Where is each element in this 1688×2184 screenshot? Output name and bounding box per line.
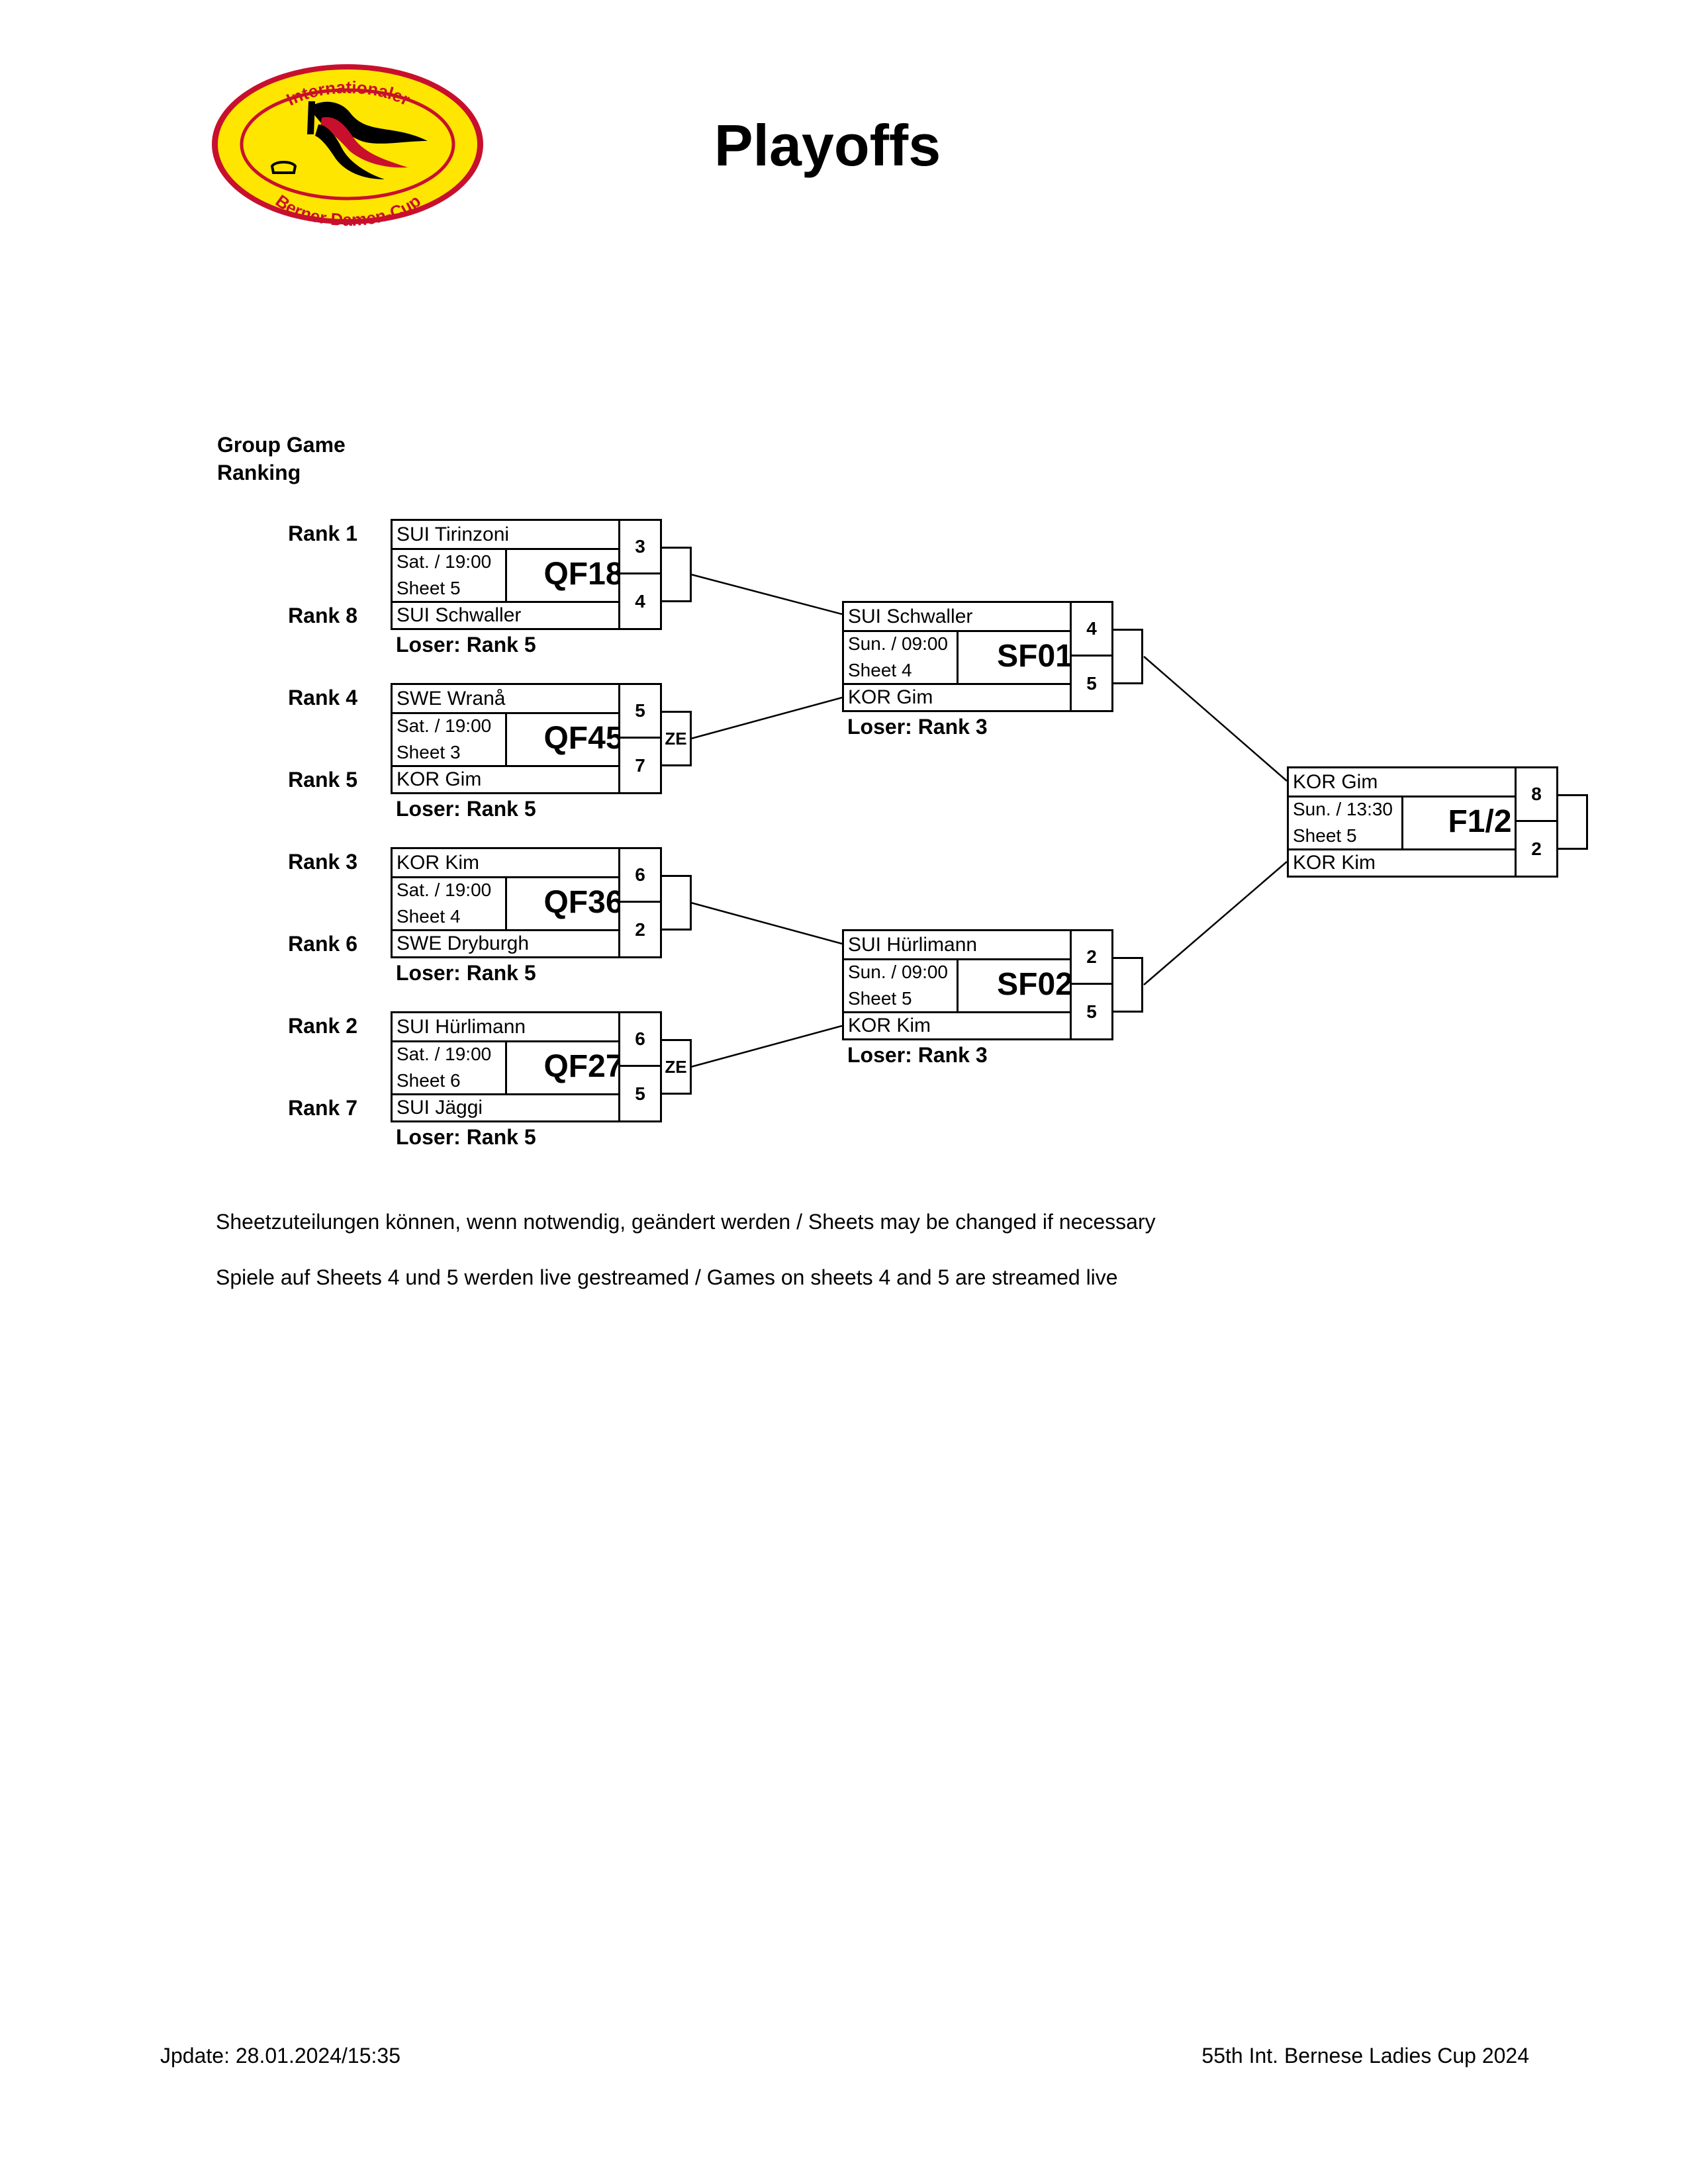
game-day-time: Sat. / 19:00: [397, 880, 492, 900]
event-name: 55th Int. Bernese Ladies Cup 2024: [1201, 2044, 1529, 2068]
extra-end-box: [660, 547, 692, 602]
game-sheet: Sheet 4: [848, 660, 912, 680]
score-value: 8: [1517, 768, 1556, 822]
score-box-qf27: 6 5: [618, 1011, 662, 1122]
game-day-time: Sat. / 19:00: [397, 551, 492, 572]
loser-note: Loser: Rank 5: [396, 1125, 536, 1149]
curler-figure-icon: [270, 101, 428, 179]
team-name: KOR Kim: [1293, 852, 1376, 874]
score-value: 2: [1531, 838, 1542, 859]
game-code: QF27: [543, 1049, 624, 1084]
extra-end-box: ZE: [660, 711, 692, 766]
score-value: 5: [1086, 672, 1097, 694]
game-box-final: KOR Gim Sun. / 13:30 Sheet 5 F1/2 KOR Ki…: [1287, 766, 1558, 878]
extra-end-box: ZE: [660, 1039, 692, 1095]
game-box-sf02: SUI Hürlimann Sun. / 09:00 Sheet 5 SF02 …: [842, 929, 1113, 1040]
score-value: 3: [620, 521, 660, 574]
team-name: KOR Gim: [397, 768, 482, 790]
game-code: QF36: [543, 885, 624, 920]
page-title: Playoffs: [714, 113, 941, 178]
score-value: 5: [1086, 1001, 1097, 1022]
team-name: KOR Kim: [397, 852, 480, 874]
extra-end-box: [1111, 957, 1143, 1013]
score-box-qf36: 6 2: [618, 847, 662, 958]
game-day-time: Sun. / 13:30: [1293, 799, 1393, 819]
score-value: 2: [635, 919, 645, 940]
game-code: QF45: [543, 721, 624, 756]
game-day-time: Sun. / 09:00: [848, 633, 949, 654]
group-heading-line1: Group Game: [217, 433, 346, 457]
score-box-sf01: 4 5: [1070, 601, 1113, 712]
team-name: SWE Wranå: [397, 688, 506, 709]
rank-label: Rank 3: [288, 850, 357, 874]
group-heading-line2: Ranking: [217, 461, 301, 484]
team-name: SWE Dryburgh: [397, 933, 530, 954]
score-box-qf18: 3 4: [618, 519, 662, 630]
score-value: 6: [620, 849, 660, 903]
game-sheet: Sheet 6: [397, 1070, 461, 1091]
team-name: SUI Hürlimann: [397, 1016, 526, 1038]
score-value: 7: [635, 754, 645, 776]
loser-note: Loser: Rank 3: [847, 715, 988, 739]
rank-label: Rank 7: [288, 1096, 357, 1120]
game-box-qf36: KOR Kim Sat. / 19:00 Sheet 4 QF36 SWE Dr…: [391, 847, 662, 958]
score-value: 4: [1072, 603, 1111, 657]
team-name: KOR Kim: [848, 1015, 931, 1036]
score-value: 4: [635, 590, 645, 612]
game-box-qf45: SWE Wranå Sat. / 19:00 Sheet 3 QF45 KOR …: [391, 683, 662, 794]
game-code: F1/2: [1448, 804, 1512, 839]
game-box-qf27: SUI Hürlimann Sat. / 19:00 Sheet 6 QF27 …: [391, 1011, 662, 1122]
game-sheet: Sheet 3: [397, 742, 461, 762]
rank-label: Rank 6: [288, 932, 357, 956]
game-sheet: Sheet 4: [397, 906, 461, 927]
game-day-time: Sat. / 19:00: [397, 715, 492, 736]
score-value: 5: [620, 685, 660, 739]
game-sheet: Sheet 5: [397, 578, 461, 598]
game-day-time: Sat. / 19:00: [397, 1044, 492, 1064]
team-name: KOR Gim: [848, 686, 933, 708]
score-box-qf45: 5 7: [618, 683, 662, 794]
loser-note: Loser: Rank 5: [396, 961, 536, 985]
game-day-time: Sun. / 09:00: [848, 962, 949, 982]
team-name: SUI Schwaller: [397, 604, 522, 626]
game-code: QF18: [543, 557, 624, 592]
team-name: SUI Schwaller: [848, 606, 973, 627]
score-value: 6: [620, 1013, 660, 1067]
score-box-final: 8 2: [1515, 766, 1558, 878]
team-name: KOR Gim: [1293, 771, 1378, 793]
rank-label: Rank 2: [288, 1014, 357, 1038]
team-name: SUI Hürlimann: [848, 934, 978, 956]
logo-inner-ring: [240, 88, 455, 201]
sheet-change-note: Sheetzuteilungen können, wenn notwendig,…: [216, 1210, 1156, 1234]
stream-note: Spiele auf Sheets 4 und 5 werden live ge…: [216, 1265, 1118, 1289]
loser-note: Loser: Rank 5: [396, 797, 536, 821]
game-code: SF02: [997, 967, 1073, 1002]
game-sheet: Sheet 5: [848, 988, 912, 1009]
update-timestamp: Jpdate: 28.01.2024/15:35: [160, 2044, 400, 2068]
rank-label: Rank 8: [288, 604, 357, 627]
extra-end-box: [1111, 629, 1143, 684]
extra-end-box: [1556, 794, 1588, 850]
loser-note: Loser: Rank 5: [396, 633, 536, 657]
game-code: SF01: [997, 639, 1073, 674]
score-value: 5: [635, 1083, 645, 1104]
extra-end-box: [660, 875, 692, 931]
team-name: SUI Jäggi: [397, 1097, 483, 1118]
rank-label: Rank 4: [288, 686, 357, 709]
loser-note: Loser: Rank 3: [847, 1043, 988, 1067]
team-name: SUI Tirinzoni: [397, 523, 510, 545]
berner-damen-cup-logo: Internationaler Berner Damen-Cup: [212, 64, 483, 227]
game-sheet: Sheet 5: [1293, 825, 1357, 846]
rank-label: Rank 1: [288, 522, 357, 545]
rank-label: Rank 5: [288, 768, 357, 792]
score-value: 2: [1072, 931, 1111, 985]
score-box-sf02: 2 5: [1070, 929, 1113, 1040]
game-box-qf18: SUI Tirinzoni Sat. / 19:00 Sheet 5 QF18 …: [391, 519, 662, 630]
